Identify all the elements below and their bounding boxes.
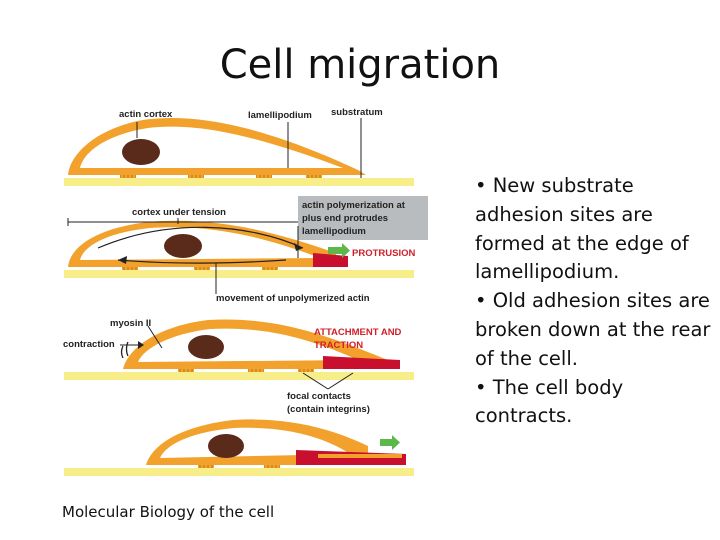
migration-arrow-head [392, 435, 400, 450]
protrusion-arrow-head [342, 243, 350, 258]
label-actin-poly-1: actin polymerization at [302, 200, 406, 211]
migration-arrow-shaft [380, 439, 392, 446]
label-contraction: contraction [63, 339, 115, 350]
label-actin-cortex: actin cortex [119, 109, 173, 120]
nucleus-2 [164, 234, 202, 258]
page-title: Cell migration [219, 42, 501, 88]
adhesion-3 [323, 356, 400, 369]
nucleus-4 [208, 434, 244, 458]
label-cortex-under-tension: cortex under tension [132, 207, 226, 218]
substrate-1 [64, 178, 414, 186]
label-actin-poly-2: plus end protrudes [302, 213, 388, 224]
bullet-new-adhesion: • New substrate adhesion sites are forme… [475, 174, 689, 284]
bullet-list: • New substrate adhesion sites are forme… [475, 172, 715, 431]
stage-4 [64, 419, 414, 476]
substrate-3 [64, 372, 414, 380]
label-myosin: myosin II [110, 318, 151, 329]
nucleus-1 [122, 139, 160, 165]
label-protrusion: PROTRUSION [352, 248, 415, 259]
label-movement: movement of unpolymerized actin [216, 293, 370, 304]
nucleus-3 [188, 335, 224, 359]
label-attachment-2: TRACTION [314, 340, 363, 351]
substrate-4 [64, 468, 414, 476]
cell-migration-diagram: actin cortex lamellipodium substratum co… [63, 107, 428, 476]
stage-3 [64, 319, 414, 390]
stage-2 [64, 196, 428, 294]
label-focal-1: focal contacts [287, 391, 351, 402]
substrate-2 [64, 270, 414, 278]
label-focal-2: (contain integrins) [287, 404, 370, 415]
label-substratum: substratum [331, 107, 383, 118]
lamellipodium-2 [313, 253, 348, 267]
stage-1 [64, 118, 414, 186]
label-attachment-1: ATTACHMENT AND [314, 327, 402, 338]
source-caption: Molecular Biology of the cell [62, 503, 275, 521]
bullet-contracts: • The cell body contracts. [475, 375, 624, 428]
protrusion-arrow-shaft [328, 247, 342, 254]
actin-polymerization-box [298, 196, 428, 240]
bullet-old-adhesion: • Old adhesion sites are broken down at … [475, 289, 711, 370]
label-lamellipodium: lamellipodium [248, 110, 312, 121]
label-actin-poly-3: lamellipodium [302, 226, 366, 237]
